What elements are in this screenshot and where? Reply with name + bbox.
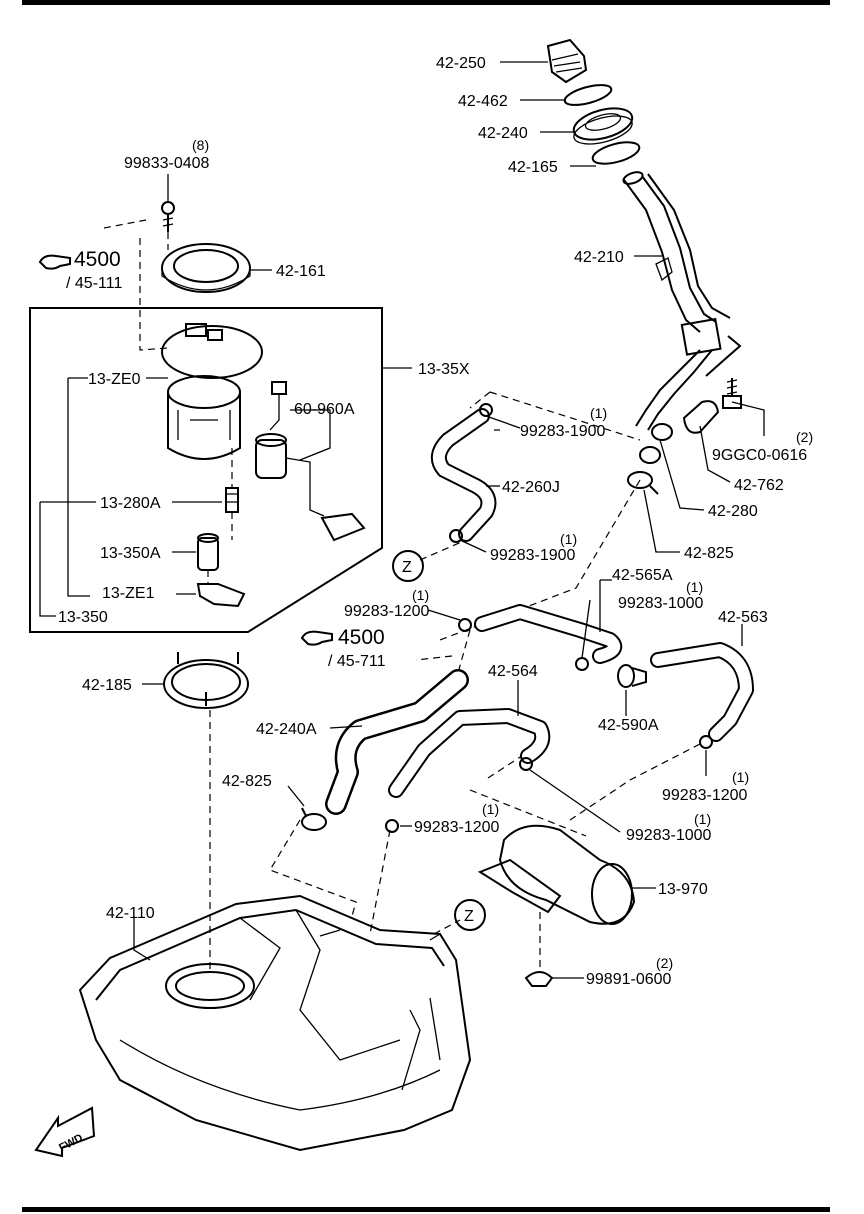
label-42-565a: 42-565A (612, 567, 673, 584)
ref-z-2: Z (464, 908, 474, 925)
label-13-280a: 13-280A (100, 495, 161, 512)
label-42-762: 42-762 (734, 477, 784, 494)
fwd-arrow-icon (34, 1106, 96, 1158)
hose-42-260j (430, 408, 497, 542)
ref-4500-a: 4500 (74, 248, 121, 271)
label-42-210: 42-210 (574, 249, 624, 266)
hose-42-564 (388, 708, 551, 798)
qty-99283-a: (1) (590, 405, 607, 421)
fuel-tank-42-110 (78, 894, 472, 1152)
cap-o-ring (563, 84, 613, 106)
pressure-regulator-13-280a (225, 487, 239, 513)
pump-ring-42-161 (161, 243, 251, 293)
qty-9ggc0: (2) (796, 429, 813, 445)
label-13-ze1: 13-ZE1 (102, 585, 155, 602)
dashed-guides (103, 219, 701, 974)
strainer-13-ze1 (196, 583, 246, 608)
qty-99833: (8) (192, 137, 209, 153)
label-99283-1900-a: 99283-1900 (520, 423, 606, 440)
qty-99283-d: (1) (412, 587, 429, 603)
label-42-825-a: 42-825 (684, 545, 734, 562)
valve-42-590a (617, 664, 647, 688)
breather-cap-42-762 (682, 400, 720, 434)
label-99283-1200-a: 99283-1200 (344, 603, 430, 620)
label-42-563: 42-563 (718, 609, 768, 626)
leader-lines (39, 61, 765, 979)
ref-45-711: / 45-711 (328, 653, 386, 670)
label-60-960a: 60-960A (294, 401, 355, 418)
label-42-280: 42-280 (708, 503, 758, 520)
bolt-99833 (161, 201, 175, 232)
qty-99891: (2) (656, 955, 673, 971)
label-42-185: 42-185 (82, 677, 132, 694)
canister-13-970 (477, 824, 636, 925)
clamp-42-280 (639, 423, 673, 464)
ref-z-circle-1 (392, 550, 424, 582)
qty-99283-f: (1) (482, 801, 499, 817)
qty-99283-c: (1) (686, 579, 703, 595)
qty-99283-g: (1) (694, 811, 711, 827)
label-13-970: 13-970 (658, 881, 708, 898)
label-99891-0600: 99891-0600 (586, 971, 672, 988)
label-42-240: 42-240 (478, 125, 528, 142)
label-13-350a: 13-350A (100, 545, 161, 562)
clamp-42-825-a (627, 471, 659, 495)
pointing-hand-icon-b (300, 630, 333, 646)
label-42-825-b: 42-825 (222, 773, 272, 790)
qty-99283-e: (1) (732, 769, 749, 785)
label-42-240a: 42-240A (256, 721, 317, 738)
label-42-161: 42-161 (276, 263, 326, 280)
label-42-590a: 42-590A (598, 717, 659, 734)
ref-4500-b: 4500 (338, 626, 385, 649)
pointing-hand-icon-a (38, 254, 71, 270)
fuel-filler-pipe (622, 171, 742, 431)
label-99283-1200-c: 99283-1200 (414, 819, 500, 836)
label-99283-1200-b: 99283-1200 (662, 787, 748, 804)
grommet-99891 (524, 971, 554, 987)
fuel-filter-13-350a (197, 533, 219, 571)
filler-o-ring (591, 141, 641, 165)
label-42-165: 42-165 (508, 159, 558, 176)
hose-42-563 (650, 642, 754, 742)
labels: 42-250 42-462 42-240 42-165 42-210 (8) 9… (57, 55, 813, 1154)
label-99283-1000-a: 99283-1000 (618, 595, 704, 612)
fuel-sender-60-960a (255, 381, 366, 542)
ref-z-circle-2 (454, 899, 486, 931)
fuel-pump-group-outline (29, 307, 383, 633)
ref-z-1: Z (402, 559, 412, 576)
top-border (22, 0, 830, 5)
label-42-260j: 42-260J (502, 479, 560, 496)
hose-42-240a (325, 669, 469, 815)
bolt-9ggc0 (722, 378, 742, 409)
label-42-462: 42-462 (458, 93, 508, 110)
bottom-border (22, 1207, 830, 1212)
ref-45-111: / 45-111 (66, 275, 122, 292)
label-99833-0408: 99833-0408 (124, 155, 210, 172)
label-42-250: 42-250 (436, 55, 486, 72)
clamps-99283 (385, 403, 713, 833)
label-99283-1000-b: 99283-1000 (626, 827, 712, 844)
label-13-ze0: 13-ZE0 (88, 371, 141, 388)
fuel-pump-assembly (161, 323, 263, 460)
label-13-350: 13-350 (58, 609, 108, 626)
fuel-filler-cap (546, 38, 588, 84)
ring-42-185 (163, 652, 249, 709)
label-42-110: 42-110 (106, 905, 155, 922)
fwd-label: FWD (57, 1132, 85, 1154)
qty-99283-b: (1) (560, 531, 577, 547)
hose-42-565a (474, 604, 623, 664)
label-42-564: 42-564 (488, 663, 538, 680)
label-99283-1900-b: 99283-1900 (490, 547, 576, 564)
label-9ggc0-0616: 9GGC0-0616 (712, 447, 807, 464)
clamp-42-825-b (301, 807, 327, 831)
label-13-35x: 13-35X (418, 361, 470, 378)
